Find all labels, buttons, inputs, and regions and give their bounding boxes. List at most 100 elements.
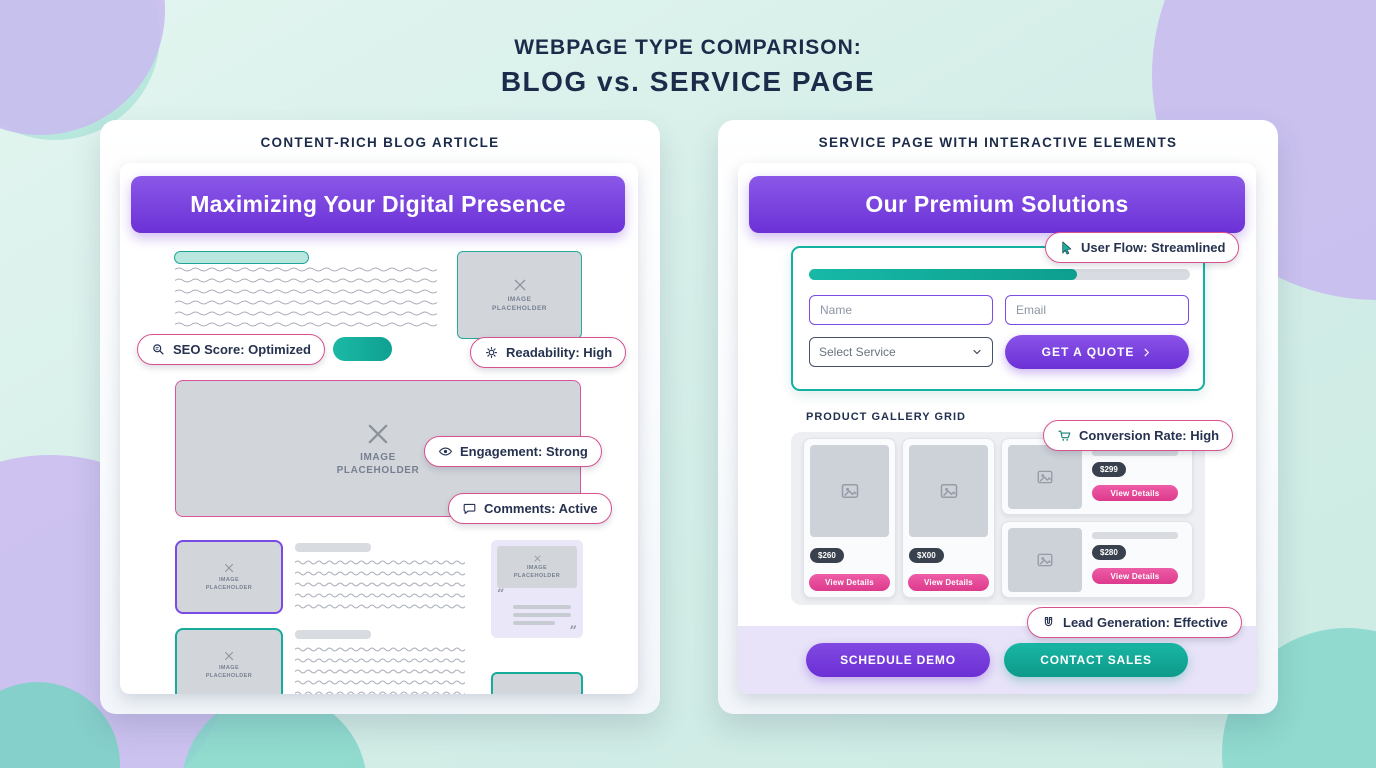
product-card: $260 View Details (803, 438, 896, 598)
shopping-cart-icon (1058, 430, 1071, 441)
text-bar (1092, 449, 1178, 456)
get-quote-button[interactable]: GET A QUOTE (1005, 335, 1189, 369)
blog-thumbnail-placeholder (491, 672, 583, 694)
email-input[interactable] (1005, 295, 1189, 325)
view-details-button[interactable]: View Details (908, 574, 989, 591)
quote-text-line (513, 621, 555, 625)
text-squiggle (175, 278, 437, 283)
text-squiggle (295, 593, 465, 598)
image-icon (940, 484, 957, 498)
speech-bubble-icon (463, 503, 476, 514)
tag-pill (174, 251, 309, 264)
text-squiggle (295, 604, 465, 609)
image-icon (1037, 470, 1053, 484)
user-flow-label: User Flow: Streamlined (1081, 240, 1226, 255)
seo-score-badge: SEO Score: Optimized (137, 334, 325, 365)
service-select[interactable]: Select Service (809, 337, 993, 367)
conversion-rate-label: Conversion Rate: High (1079, 428, 1220, 443)
magnifier-icon (153, 344, 164, 355)
broken-image-icon (368, 424, 388, 444)
text-bar (1092, 532, 1178, 539)
text-squiggle (175, 300, 437, 305)
lead-generation-label: Lead Generation: Effective (1063, 615, 1228, 630)
image-placeholder-label: IMAGE PLACEHOLDER (492, 296, 547, 312)
blog-header-banner: Maximizing Your Digital Presence (131, 176, 625, 233)
magnet-icon (1044, 616, 1053, 627)
quote-close-mark: ” (569, 624, 577, 639)
image-placeholder-label: IMAGE PLACEHOLDER (336, 452, 420, 476)
product-gallery: $260 View Details $X00 View Details $299 (791, 432, 1205, 605)
text-squiggle (175, 322, 437, 327)
user-flow-badge: User Flow: Streamlined (1045, 232, 1240, 263)
blog-quote-card: IMAGE PLACEHOLDER “ ” (491, 540, 583, 638)
name-input[interactable] (809, 295, 993, 325)
text-bar (295, 543, 371, 552)
text-squiggle (175, 289, 437, 294)
chevron-right-icon (1144, 348, 1150, 356)
broken-image-icon (514, 279, 525, 291)
schedule-demo-button[interactable]: SCHEDULE DEMO (806, 643, 990, 677)
price-badge: $299 (1092, 462, 1126, 477)
blog-body-text-lines (295, 559, 465, 614)
gallery-section-label: PRODUCT GALLERY GRID (806, 411, 966, 423)
get-quote-label: GET A QUOTE (1041, 345, 1135, 359)
product-card: $X00 View Details (902, 438, 995, 598)
text-squiggle (175, 267, 437, 272)
text-squiggle (295, 669, 465, 674)
contact-sales-button[interactable]: CONTACT SALES (1004, 643, 1188, 677)
text-squiggle (295, 571, 465, 576)
product-image-placeholder (1008, 445, 1082, 509)
view-details-button[interactable]: View Details (809, 574, 890, 591)
form-progress-track (809, 269, 1190, 280)
text-squiggle (295, 647, 465, 652)
broken-image-icon (534, 555, 540, 562)
image-placeholder-label: IMAGE PLACEHOLDER (513, 565, 561, 579)
text-squiggle (295, 680, 465, 685)
readability-label: Readability: High (506, 345, 613, 360)
product-card: $280 View Details (1001, 521, 1193, 598)
highlight-pill (333, 337, 392, 361)
quote-image-placeholder: IMAGE PLACEHOLDER (497, 546, 577, 588)
service-panel: SERVICE PAGE WITH INTERACTIVE ELEMENTS O… (718, 120, 1278, 714)
blog-thumbnail-placeholder: IMAGE PLACEHOLDER (175, 628, 283, 694)
page-title-line2: BLOG vs. SERVICE PAGE (500, 66, 876, 97)
text-squiggle (295, 560, 465, 565)
service-mockup: Our Premium Solutions User Flow: Streaml… (738, 163, 1256, 694)
blog-thumbnail-placeholder: IMAGE PLACEHOLDER (175, 540, 283, 614)
image-icon (841, 484, 858, 498)
image-placeholder-label: IMAGE PLACEHOLDER (205, 577, 253, 591)
engagement-badge: Engagement: Strong (424, 436, 602, 467)
eye-icon (438, 447, 453, 456)
image-placeholder-label: IMAGE PLACEHOLDER (205, 665, 253, 679)
conversion-rate-badge: Conversion Rate: High (1043, 420, 1234, 451)
quote-text-line (513, 605, 571, 609)
blog-panel: CONTENT-RICH BLOG ARTICLE Maximizing You… (100, 120, 660, 714)
cta-footer: SCHEDULE DEMO CONTACT SALES (738, 626, 1256, 694)
price-badge: $260 (810, 548, 844, 563)
seo-score-label: SEO Score: Optimized (173, 342, 311, 357)
image-icon (1037, 553, 1053, 567)
blog-mockup: Maximizing Your Digital Presence IMAGE P… (120, 163, 638, 694)
view-details-button[interactable]: View Details (1092, 485, 1178, 501)
text-squiggle (175, 311, 437, 316)
text-squiggle (295, 582, 465, 587)
form-progress-fill (809, 269, 1077, 280)
service-select-value: Select Service (819, 345, 896, 359)
text-squiggle (295, 658, 465, 663)
quote-text-line (513, 613, 571, 617)
lead-form: Select Service GET A QUOTE (791, 246, 1205, 391)
text-squiggle (295, 691, 465, 694)
comments-badge: Comments: Active (448, 493, 612, 524)
engagement-label: Engagement: Strong (460, 444, 588, 459)
service-panel-title: SERVICE PAGE WITH INTERACTIVE ELEMENTS (818, 135, 1178, 150)
view-details-button[interactable]: View Details (1092, 568, 1178, 584)
cursor-icon (1062, 241, 1072, 255)
text-bar (295, 630, 371, 639)
chevron-down-icon (973, 349, 981, 355)
blog-top-image-placeholder: IMAGE PLACEHOLDER (457, 251, 582, 339)
product-image-placeholder (909, 445, 988, 537)
product-image-placeholder (810, 445, 889, 537)
blog-panel-title: CONTENT-RICH BLOG ARTICLE (260, 135, 500, 150)
service-header-banner: Our Premium Solutions (749, 176, 1245, 233)
page-title: WEBPAGE TYPE COMPARISON: BLOG vs. SERVIC… (0, 36, 1376, 98)
